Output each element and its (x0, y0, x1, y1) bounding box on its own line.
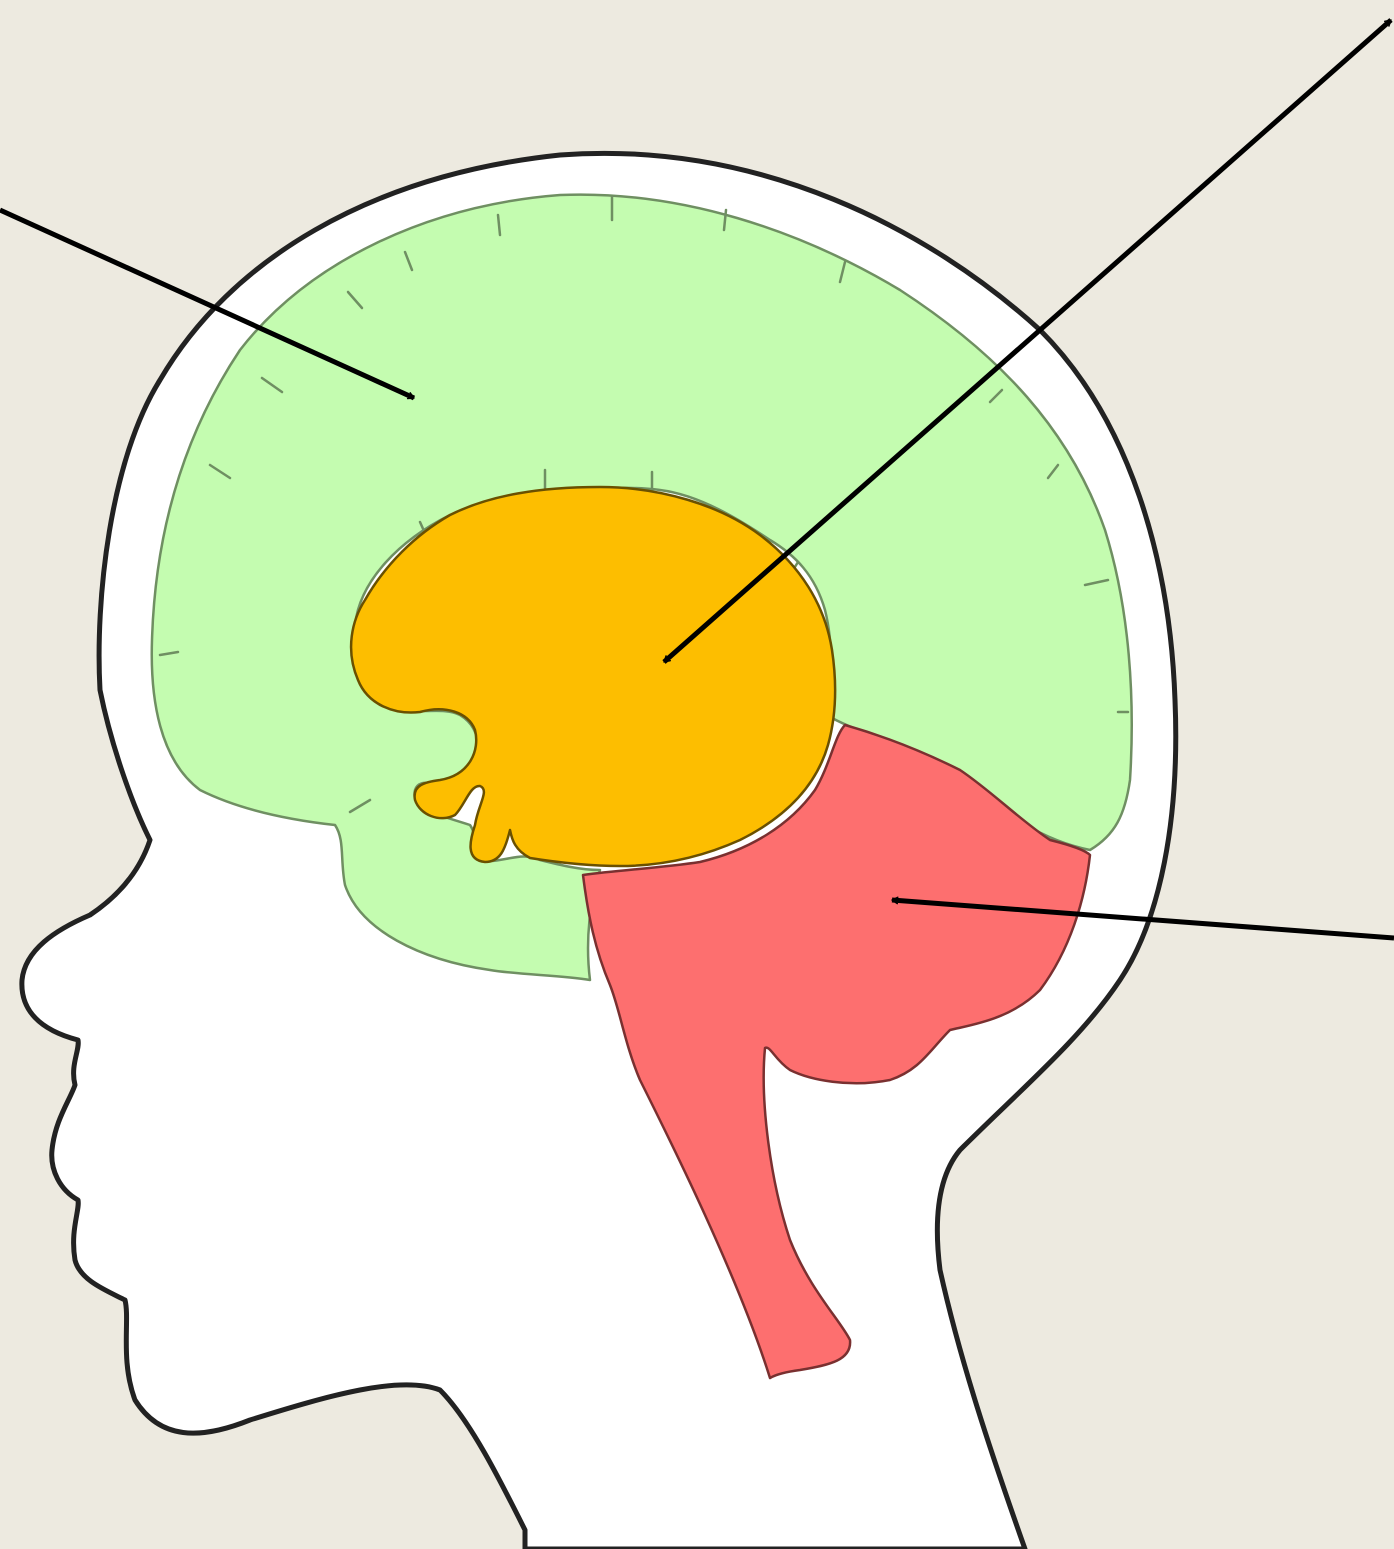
midbrain-region (351, 487, 835, 866)
